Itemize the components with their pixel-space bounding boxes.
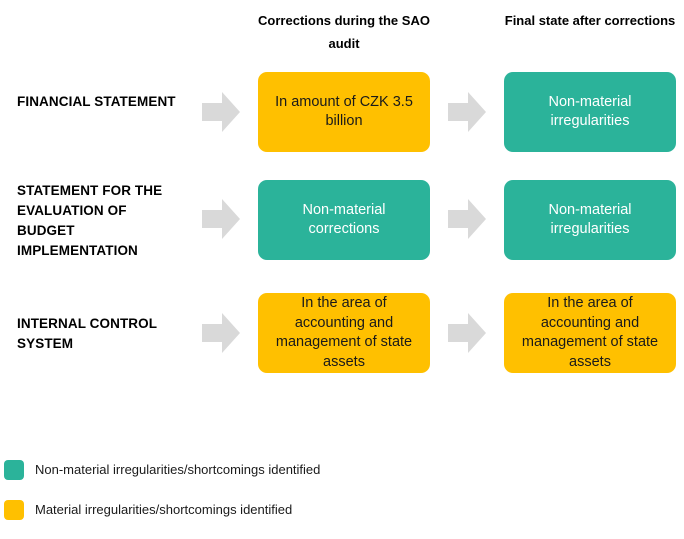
- correction-box-budget-implementation: Non-material corrections: [258, 180, 430, 260]
- final-box-financial-statement: Non-material irregularities: [504, 72, 676, 152]
- right-arrow-icon: [448, 313, 486, 353]
- right-arrow-icon: [202, 92, 240, 132]
- row-label-budget-implementation: STATEMENT FOR THE EVALUATION OF BUDGET I…: [17, 183, 163, 258]
- right-arrow-icon: [202, 199, 240, 239]
- right-arrow-icon: [448, 199, 486, 239]
- legend-label-material: Material irregularities/shortcomings ide…: [35, 502, 293, 517]
- legend-swatch-non-material: [4, 460, 24, 480]
- legend-label-non-material: Non-material irregularities/shortcomings…: [35, 462, 321, 477]
- row-label-financial-statement: FINANCIAL STATEMENT: [17, 94, 176, 109]
- right-arrow-icon: [448, 92, 486, 132]
- row-label-internal-control-system: INTERNAL CONTROL SYSTEM: [17, 316, 157, 351]
- final-box-budget-implementation: Non-material irregularities: [504, 180, 676, 260]
- column-header-final-state: Final state after corrections: [504, 13, 676, 28]
- column-header-corrections: Corrections during the SAO audit: [258, 13, 430, 51]
- final-box-internal-control-system: In the area of accounting and management…: [504, 293, 676, 373]
- right-arrow-icon: [202, 313, 240, 353]
- legend-swatch-material: [4, 500, 24, 520]
- correction-box-financial-statement: In amount of CZK 3.5 billion: [258, 72, 430, 152]
- correction-box-internal-control-system: In the area of accounting and management…: [258, 293, 430, 373]
